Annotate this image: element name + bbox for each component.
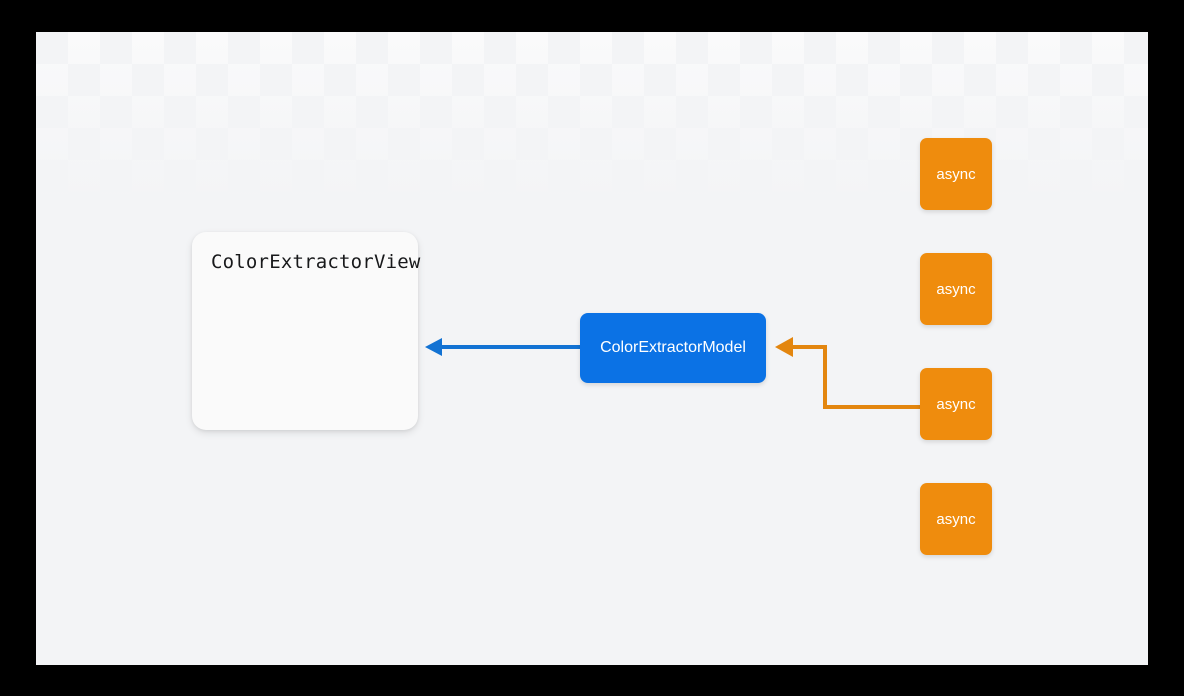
node-async-3[interactable]: async bbox=[920, 368, 992, 440]
node-async-4[interactable]: async bbox=[920, 483, 992, 555]
node-color-extractor-model[interactable]: ColorExtractorModel bbox=[580, 313, 766, 383]
node-async-1-label: async bbox=[936, 165, 976, 183]
node-async-1[interactable]: async bbox=[920, 138, 992, 210]
node-async-3-label: async bbox=[936, 395, 976, 413]
node-color-extractor-view[interactable]: ColorExtractorView bbox=[192, 232, 421, 430]
node-async-2-label: async bbox=[936, 280, 976, 298]
node-color-extractor-view-label: ColorExtractorView bbox=[211, 251, 421, 273]
node-async-4-label: async bbox=[936, 510, 976, 528]
node-color-extractor-model-label: ColorExtractorModel bbox=[600, 339, 746, 356]
diagram-canvas[interactable]: ColorExtractorView ColorExtractorModel a… bbox=[36, 32, 1148, 665]
node-async-2[interactable]: async bbox=[920, 253, 992, 325]
